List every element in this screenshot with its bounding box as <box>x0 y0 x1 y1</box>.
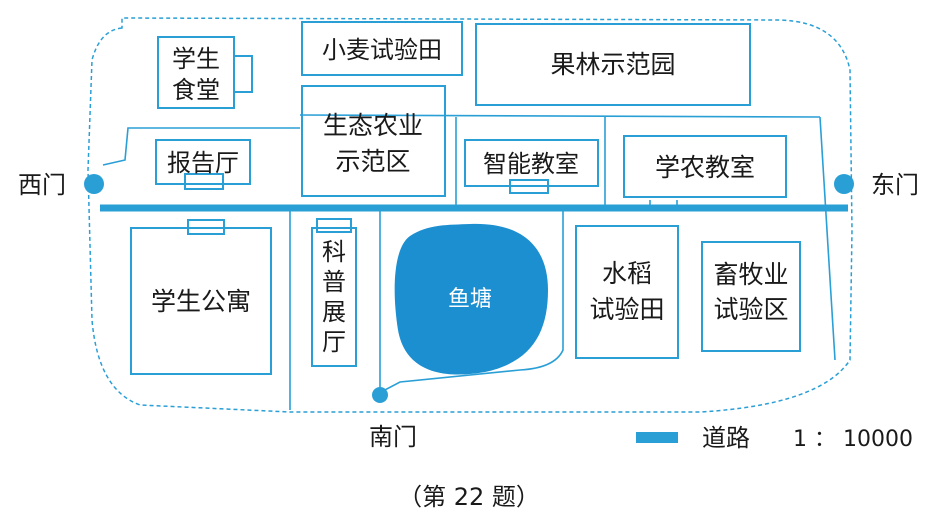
eco-zone-label-line1: 生态农业 <box>323 111 423 140</box>
report-hall-label: 报告厅 <box>167 149 239 177</box>
south-gate-dot <box>372 387 388 403</box>
livestock-zone: 畜牧业 试验区 <box>701 241 801 352</box>
livestock-label-line1: 畜牧业 <box>713 260 788 289</box>
science-hall-char4: 厅 <box>322 328 346 356</box>
fish-pond-shape <box>394 223 548 375</box>
legend-road-label: 道路 <box>702 424 750 452</box>
science-hall-char2: 普 <box>322 268 346 296</box>
smart-classroom: 智能教室 <box>464 139 599 194</box>
legend-scale: 1 ： 10000 <box>793 427 913 452</box>
livestock-label-line2: 试验区 <box>713 295 788 324</box>
student-dormitory: 学生公寓 <box>130 219 272 375</box>
dormitory-label: 学生公寓 <box>151 287 251 316</box>
west-gate-dot <box>84 174 104 194</box>
south-gate-label: 南门 <box>369 423 417 451</box>
minor-roads <box>102 114 836 410</box>
wheat-field: 小麦试验田 <box>301 21 463 76</box>
orchard: 果林示范园 <box>475 23 751 106</box>
figure-caption: （第 22 题） <box>398 483 540 511</box>
report-hall: 报告厅 <box>155 139 251 190</box>
west-gate-label: 西门 <box>18 171 66 199</box>
map-legend: 道路 1 ： 10000 <box>636 424 913 452</box>
science-exhibition-hall: 科 普 展 厅 <box>311 218 357 367</box>
rice-field: 水稻 试验田 <box>575 225 679 359</box>
eco-agriculture-zone: 生态农业 示范区 <box>301 85 446 197</box>
fish-pond-label: 鱼塘 <box>448 287 492 312</box>
orchard-label: 果林示范园 <box>550 50 675 79</box>
east-gate-label: 东门 <box>871 171 919 199</box>
eco-zone-label-line2: 示范区 <box>335 147 410 176</box>
rice-field-label-line1: 水稻 <box>602 259 652 288</box>
wheat-field-label: 小麦试验田 <box>322 36 442 64</box>
rice-field-label-line2: 试验田 <box>589 295 664 324</box>
agri-classroom-label: 学农教室 <box>655 153 755 182</box>
smart-classroom-label: 智能教室 <box>483 150 579 178</box>
legend-road-swatch <box>636 432 678 443</box>
canteen-label-line2: 食堂 <box>172 76 220 104</box>
east-gate-dot <box>834 174 854 194</box>
agriculture-classroom: 学农教室 <box>623 135 787 198</box>
canteen: 学生 食堂 <box>157 36 253 109</box>
fish-pond: 鱼塘 <box>394 223 548 375</box>
canteen-label-line1: 学生 <box>172 45 220 73</box>
campus-boundary <box>87 17 853 413</box>
science-hall-char1: 科 <box>322 238 346 266</box>
science-hall-char3: 展 <box>322 298 346 326</box>
